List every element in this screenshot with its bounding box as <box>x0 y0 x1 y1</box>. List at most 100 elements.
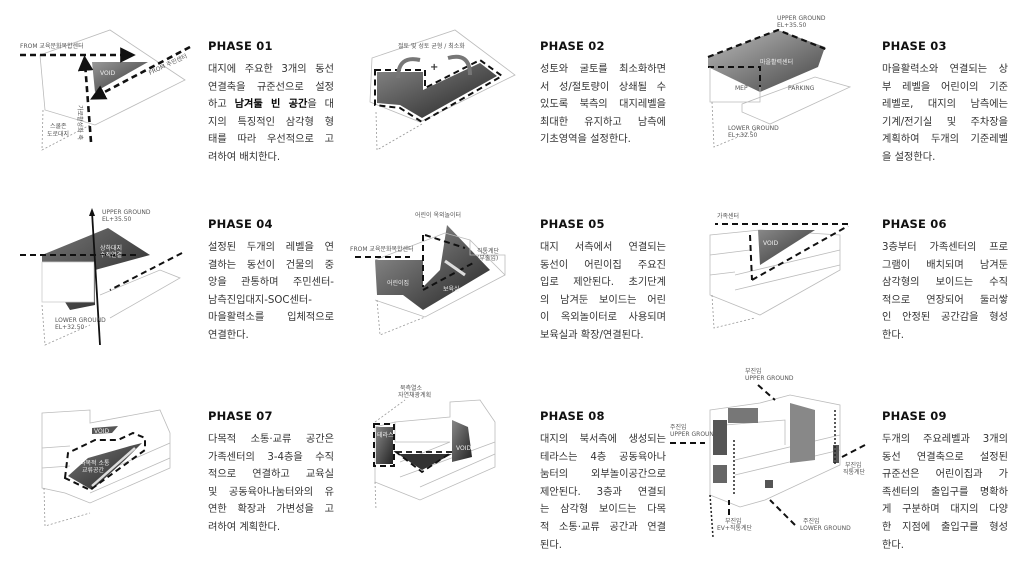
phase-description-line: 가족센터의 3-4층을 수직 <box>208 451 334 463</box>
lower-el-label: EL+32.50 <box>55 324 85 331</box>
phase-title: PHASE 03 <box>882 39 947 53</box>
school-zone-label: 스쿨존 <box>50 123 67 130</box>
phase-description-line: 태를 따라 우선적으로 고 <box>208 134 334 146</box>
phase-description-line: 설정된 두개의 레벨을 연 <box>208 242 334 253</box>
void-label: VOID <box>94 428 109 435</box>
phase-08-diagram: VOID 테라스 북측열소 자연채광계획 <box>373 384 496 511</box>
lower-el-label: EL+32.50 <box>728 132 758 139</box>
phase-01-diagram: VOID FROM 교육문화복합센터 FROM 주민센터 가로활성화 축 스쿨존… <box>20 29 191 151</box>
phase-title: PHASE 02 <box>540 39 605 53</box>
text-segment: 하고 <box>208 99 235 111</box>
upper-el-label: EL+35.50 <box>777 22 807 29</box>
lower-ground-label: LOWER GROUND <box>728 125 779 132</box>
phase-description-line: 연결축을 규준선으로 설정 <box>208 81 334 93</box>
void-label: VOID <box>763 240 778 247</box>
phase-description-line: 대지에 주요한 3개의 동선 <box>208 64 334 75</box>
phase-description-line: 부 레벨을 어린이의 기준 <box>882 81 1008 93</box>
phase-description-line: 계획하여 두개의 기준레벨 <box>882 134 1008 146</box>
sub-entrance-top-label: 부진입 <box>745 367 762 375</box>
sub-entrance-label: (부출입) <box>477 254 498 262</box>
upper-ground-left-label: UPPER GROUND <box>670 431 719 438</box>
phase-title: PHASE 09 <box>882 409 947 423</box>
phase-title: PHASE 06 <box>882 217 947 231</box>
phase-description-line: 는 삼각형 보이드는 다목 <box>540 504 666 516</box>
phase-description-line: 동선 연결축으로 설정된 <box>882 451 1008 463</box>
playground-label: 어린이 옥외놀이터 <box>415 211 461 219</box>
phase-description-line: 연결한다. <box>208 329 249 341</box>
phase-title: PHASE 01 <box>208 39 273 53</box>
plus-icon: + <box>430 62 438 73</box>
phase-description-line: 한다. <box>882 539 904 551</box>
phase-description-line: 한다. <box>882 329 904 341</box>
lower-ground-label: LOWER GROUND <box>55 317 106 324</box>
site-road-label: 도로대지 <box>47 130 69 138</box>
mep-label: MEP <box>735 85 748 92</box>
phase-description-line: 및 공동육아나눔터와의 유 <box>208 486 334 498</box>
phase-description-line: 제안된다. 3층과 연결되 <box>540 486 666 498</box>
stair-label: 직통계단 <box>477 247 500 255</box>
phase-description-line: 결하는 동선이 건물의 중 <box>208 259 334 271</box>
void-label: VOID <box>456 445 471 452</box>
phase-description-line: 남측진입대지-SOC센터- <box>208 294 312 306</box>
phase-description-line: 그램이 배치되며 남겨둔 <box>882 259 1008 271</box>
phase-description-line: 있도록 북측의 대지레벨을 <box>540 99 666 111</box>
phase-description-line: 두개의 주요레벨과 3개의 <box>882 434 1008 445</box>
phase-description-line: 게 구분하며 대지의 다양 <box>882 504 1008 516</box>
phase-description-line: 입로 제안된다. 초기단계 <box>540 277 666 289</box>
text-segment: 을 대 <box>307 99 335 111</box>
phase-description-line: 보육실과 확장/연결된다. <box>540 329 644 341</box>
void-label: VOID <box>100 70 115 77</box>
multipurpose-space-label: 다목적 소통 <box>80 459 110 467</box>
phase-07-diagram: VOID 다목적 소통 교류공간 <box>41 409 171 527</box>
phase-06-diagram: VOID 가족센터 <box>709 212 849 329</box>
phase-description-line: 앙을 관통하며 주민센터- <box>208 277 334 289</box>
phase-description-line: 려하여 계획한다. <box>208 521 281 533</box>
lower-ground-label: LOWER GROUND <box>800 525 851 532</box>
phase-description-line: 의 남겨둔 보이드는 어린 <box>540 294 666 306</box>
main-entrance-left-label: 주진입 <box>670 423 687 431</box>
direct-stair-label: 직통계단 <box>843 468 866 476</box>
phase-description-line: 대지 서측에서 연결되는 <box>540 242 666 253</box>
street-axis-label: 가로활성화 축 <box>76 105 84 141</box>
exchange-space-label: 교류공간 <box>82 466 105 474</box>
vertical-link-label-2: 수직연결 <box>100 251 122 259</box>
phase-09-diagram: 부진입 UPPER GROUND 주진입 UPPER GROUND 부진입 직통… <box>670 367 866 538</box>
phase-description-line: 족센터의 출입구를 명확하 <box>882 486 1008 498</box>
phase-description-line: 지의 특징적인 삼각형 형 <box>208 116 334 128</box>
vertical-link-label: 상하대지 <box>100 244 122 252</box>
phase-description-line: 3층부터 가족센터의 프로 <box>882 242 1008 253</box>
phase-description-line: 눔터의 외부놀이공간으로 <box>540 469 666 481</box>
parking-label: PARKING <box>788 85 815 92</box>
daycare-label: 어린이집 <box>387 279 409 287</box>
phase-description-line: 적 소통·교류 공간과 연결 <box>540 521 666 533</box>
daylight-plan-label: 자연채광계획 <box>398 391 431 399</box>
void-triangle <box>92 62 148 92</box>
phase-description-line: 인 안정된 공간감을 형성 <box>882 312 1008 324</box>
north-light-label: 북측열소 <box>400 384 423 392</box>
fill-arrow-icon <box>447 54 472 76</box>
phase-03-diagram: UPPER GROUND EL+35.50 마을활력센터 MEP PARKING… <box>707 15 852 148</box>
phase-description-line: 대지의 북서측에 생성되는 <box>540 434 666 445</box>
ev-stair-label: EV+직통계단 <box>717 524 752 532</box>
phase-description-line: 기계/전기실 및 주차장을 <box>882 116 1008 128</box>
upper-ground-label: UPPER GROUND <box>102 209 151 216</box>
phase-description-line: 마을활력소를 입체적으로 <box>208 312 334 324</box>
phase-description-line: 마을활력소와 연결되는 상 <box>882 64 1008 75</box>
from-community-label: FROM 주민센터 <box>147 52 188 77</box>
main-entrance-bottom-label: 주진입 <box>803 517 820 525</box>
terrace-label: 테라스 <box>377 431 394 439</box>
phase-description-line: 다목적 소통·교류 공간은 <box>208 434 334 445</box>
phase-02-diagram: + 절토 및 성토 균형 / 최소화 <box>369 29 516 151</box>
phase-description-line: 하고 남겨둘 빈 공간을 대 <box>208 96 334 114</box>
phase-description-line: 최대한 유지하고 남측에 <box>540 116 666 128</box>
nursery-label: 보육실 <box>443 285 460 293</box>
phase-description-line: 을 설정한다. <box>882 151 936 163</box>
from-edu-label: FROM 교육문화복합센터 <box>20 42 84 50</box>
phase-title: PHASE 08 <box>540 409 605 423</box>
